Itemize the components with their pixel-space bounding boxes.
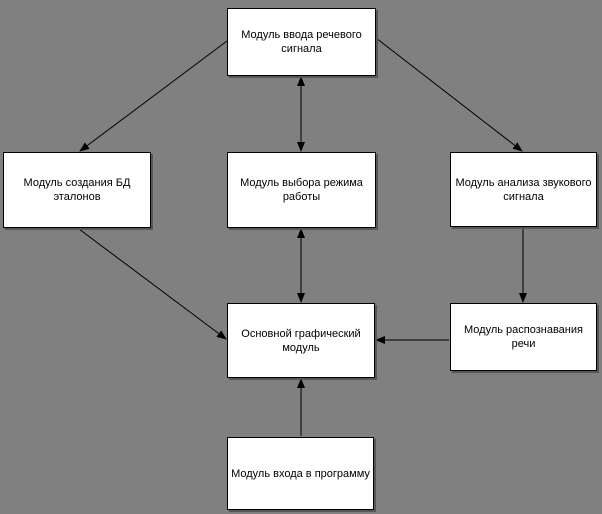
node-mode-select-label: Модуль выбора режима работы (240, 177, 363, 203)
edge-speech-input-template-db (79, 40, 228, 152)
node-program-entry: Модуль входа в программу (227, 437, 374, 510)
node-main-graphic-label: Основной графический модуль (241, 327, 361, 354)
node-template-db: Модуль создания БД эталонов (3, 152, 151, 228)
node-sound-analysis: Модуль анализа звукового сигнала (450, 152, 597, 227)
edge-template-db-main-graphic (78, 228, 227, 340)
node-speech-input: Модуль ввода речевого сигнала (227, 8, 376, 76)
node-sound-analysis-label: Модуль анализа звукового сигнала (455, 176, 592, 203)
node-program-entry-label: Модуль входа в программу (231, 467, 370, 480)
node-template-db-label: Модуль создания БД эталонов (23, 177, 131, 203)
node-speech-recognition-label: Модуль распознавания речи (464, 324, 583, 350)
node-speech-recognition: Модуль распознавания речи (450, 303, 597, 371)
node-mode-select: Модуль выбора режима работы (227, 152, 376, 228)
edge-speech-input-sound-analysis (375, 37, 523, 152)
node-main-graphic: Основной графический модуль (227, 303, 375, 378)
node-speech-input-label: Модуль ввода речевого сигнала (241, 29, 362, 55)
